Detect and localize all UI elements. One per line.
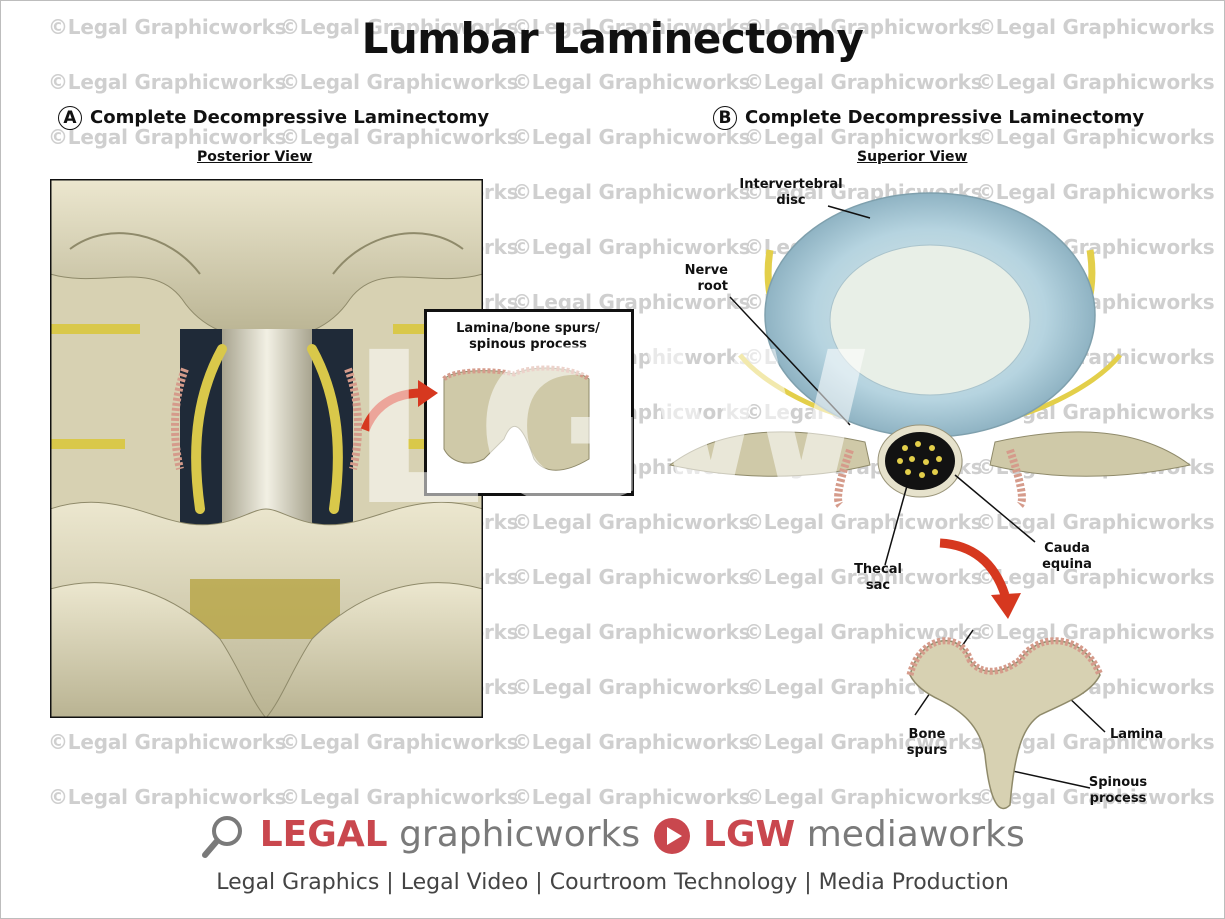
intervertebral-disc-posterior bbox=[190, 579, 340, 639]
footer-tagline: Legal Graphics | Legal Video | Courtroom… bbox=[216, 870, 1009, 895]
posterior-view-illustration bbox=[50, 179, 483, 718]
lgw-logo-watermark: LGW bbox=[350, 307, 872, 552]
superior-view-illustration bbox=[668, 192, 1192, 508]
label-thecal-sac: Thecal sac bbox=[848, 562, 908, 594]
footer-brand: LEGAL graphicworks LGW mediaworks bbox=[0, 812, 1225, 860]
label-bone-spurs: Bone spurs bbox=[897, 727, 957, 759]
panel-a-view-label: Posterior View bbox=[197, 149, 313, 165]
panel-b-heading: B Complete Decompressive Laminectomy bbox=[713, 106, 1144, 130]
label-intervertebral-disc-line1: Intervertebral bbox=[739, 177, 843, 192]
brand-lgw: LGW bbox=[703, 814, 796, 855]
label-spinous-process-line1: Spinous bbox=[1088, 775, 1148, 790]
nerve-root-right bbox=[307, 344, 343, 514]
panel-b-view-label: Superior View bbox=[857, 149, 968, 165]
brand-legal: LEGAL bbox=[259, 814, 388, 855]
brand-graphicworks: graphicworks bbox=[399, 814, 641, 855]
magnifier-icon bbox=[202, 816, 243, 858]
label-cauda-equina-line2: equina bbox=[1042, 557, 1092, 572]
label-cauda-equina-line1: Cauda bbox=[1044, 541, 1090, 556]
red-arrow-icon-b bbox=[939, 538, 1021, 619]
label-thecal-sac-line2: sac bbox=[865, 578, 891, 593]
play-icon bbox=[653, 818, 690, 854]
thecal-sac bbox=[222, 329, 312, 529]
label-thecal-sac-line1: Thecal bbox=[854, 562, 902, 577]
label-intervertebral-disc: Intervertebral disc bbox=[736, 177, 846, 209]
panel-a-heading: A Complete Decompressive Laminectomy bbox=[58, 106, 489, 130]
brand-mediaworks: mediaworks bbox=[806, 814, 1025, 855]
label-nerve-root-line1: Nerve bbox=[684, 263, 728, 278]
excised-lamina-inset bbox=[443, 367, 590, 471]
label-spinous-process: Spinous process bbox=[1082, 775, 1154, 807]
excised-posterior-arch bbox=[906, 637, 1104, 810]
red-arrow-icon bbox=[360, 380, 438, 432]
inset-box bbox=[424, 309, 634, 496]
panel-a-title: Complete Decompressive Laminectomy bbox=[90, 107, 490, 128]
nerve-root-left bbox=[191, 344, 227, 514]
label-nerve-root: Nerve root bbox=[668, 263, 728, 295]
label-intervertebral-disc-line2: disc bbox=[776, 193, 806, 208]
label-cauda-equina: Cauda equina bbox=[1032, 541, 1102, 573]
page-title: Lumbar Laminectomy bbox=[361, 14, 864, 63]
label-lamina: Lamina bbox=[1110, 727, 1164, 742]
panel-b-letter: B bbox=[713, 106, 737, 130]
label-bone-spurs-line1: Bone bbox=[908, 727, 946, 742]
inset-label: Lamina/bone spurs/ spinous process bbox=[456, 321, 600, 352]
nucleus-pulposus bbox=[829, 244, 1031, 396]
label-nerve-root-line2: root bbox=[697, 279, 729, 294]
panel-b-title: Complete Decompressive Laminectomy bbox=[745, 107, 1145, 128]
label-bone-spurs-line2: spurs bbox=[906, 743, 948, 758]
panel-a-letter: A bbox=[58, 106, 82, 130]
label-spinous-process-line2: process bbox=[1089, 791, 1147, 806]
